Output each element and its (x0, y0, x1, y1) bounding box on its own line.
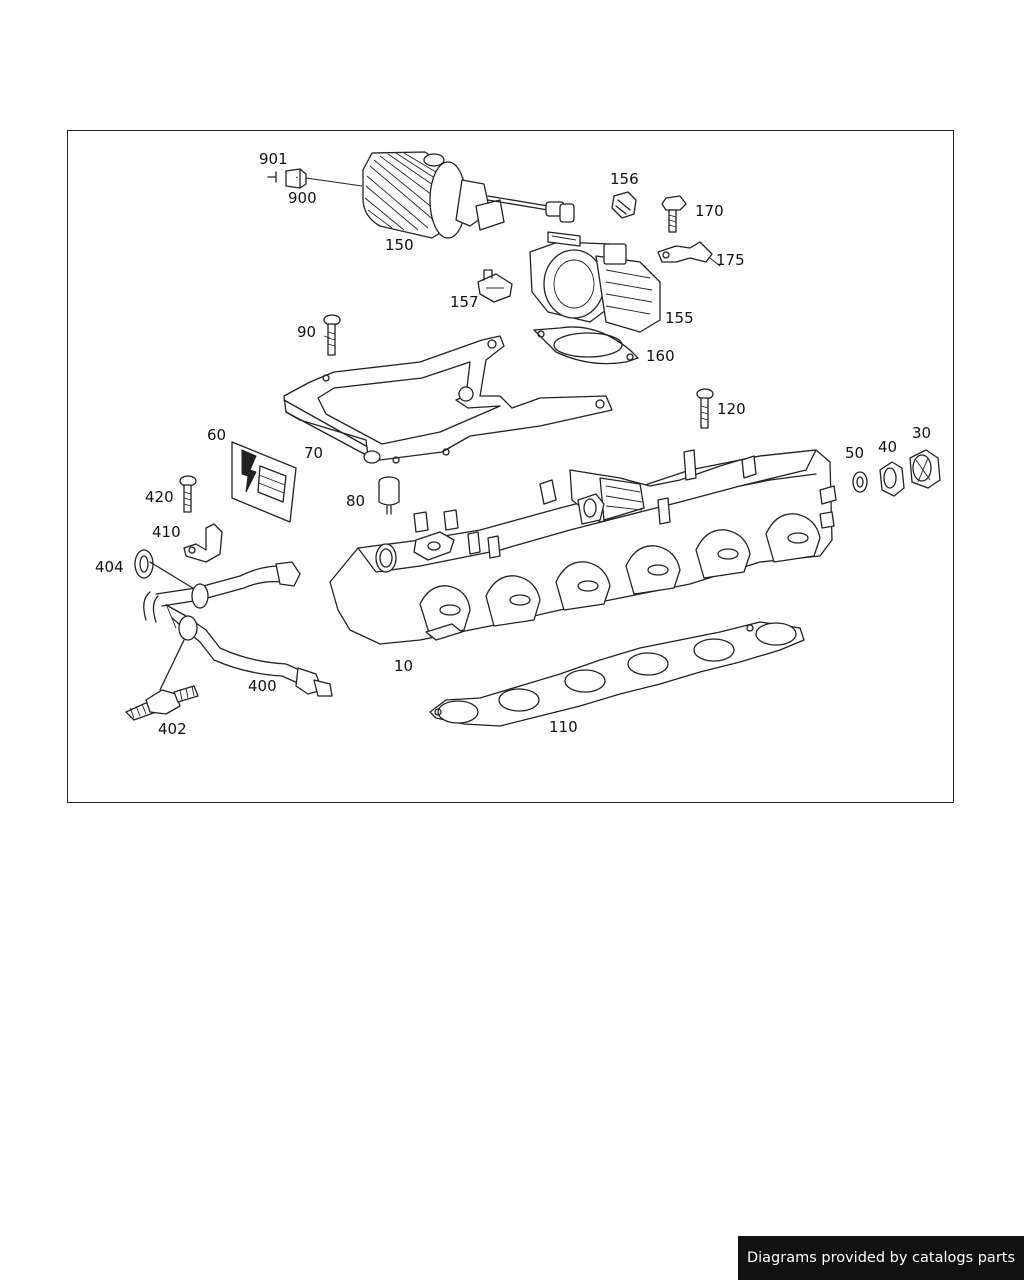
label-30: 30 (912, 424, 931, 442)
watermark-banner: Diagrams provided by catalogs parts (738, 1236, 1024, 1280)
label-901: 901 (259, 150, 288, 168)
label-40: 40 (878, 438, 897, 456)
label-410: 410 (152, 523, 181, 541)
part-110-gasket (429, 621, 805, 727)
part-157-connector (477, 269, 513, 303)
label-175: 175 (716, 251, 745, 269)
part-156-clip (611, 191, 637, 219)
label-160: 160 (646, 347, 675, 365)
part-402-valve (125, 639, 199, 721)
label-110: 110 (549, 718, 578, 736)
part-80-spacer (378, 476, 400, 515)
part-400-hose (143, 561, 333, 697)
part-170-bolt (661, 195, 687, 233)
label-150: 150 (385, 236, 414, 254)
part-10-intake-manifold (329, 449, 837, 645)
label-80: 80 (346, 492, 365, 510)
label-60: 60 (207, 426, 226, 444)
label-402: 402 (158, 720, 187, 738)
label-157: 157 (450, 293, 479, 311)
label-155: 155 (665, 309, 694, 327)
part-901-900-plug (267, 168, 363, 189)
part-410-clamp (183, 523, 223, 563)
part-155-motor (529, 231, 661, 333)
label-50: 50 (845, 444, 864, 462)
part-175-bracket (657, 241, 713, 263)
part-120-bolt (696, 388, 714, 429)
leader-lines (165, 176, 721, 629)
part-160-gasket (533, 326, 639, 365)
part-404-grommet (134, 549, 197, 591)
label-70: 70 (304, 444, 323, 462)
label-10: 10 (394, 657, 413, 675)
part-70-frame (283, 335, 613, 464)
callout-labels: 901 900 150 156 170 175 157 155 90 160 1… (95, 150, 931, 738)
part-90-screw (323, 314, 341, 356)
part-420-screw (179, 475, 197, 513)
label-900: 900 (288, 189, 317, 207)
label-156: 156 (610, 170, 639, 188)
label-404: 404 (95, 558, 124, 576)
part-30-cap (909, 449, 941, 489)
label-90: 90 (297, 323, 316, 341)
label-420: 420 (145, 488, 174, 506)
part-40-bushing (879, 461, 905, 497)
part-150-actuator (362, 151, 575, 239)
label-400: 400 (248, 677, 277, 695)
part-50-ring (852, 471, 868, 493)
part-60-label (231, 441, 297, 523)
label-170: 170 (695, 202, 724, 220)
label-120: 120 (717, 400, 746, 418)
